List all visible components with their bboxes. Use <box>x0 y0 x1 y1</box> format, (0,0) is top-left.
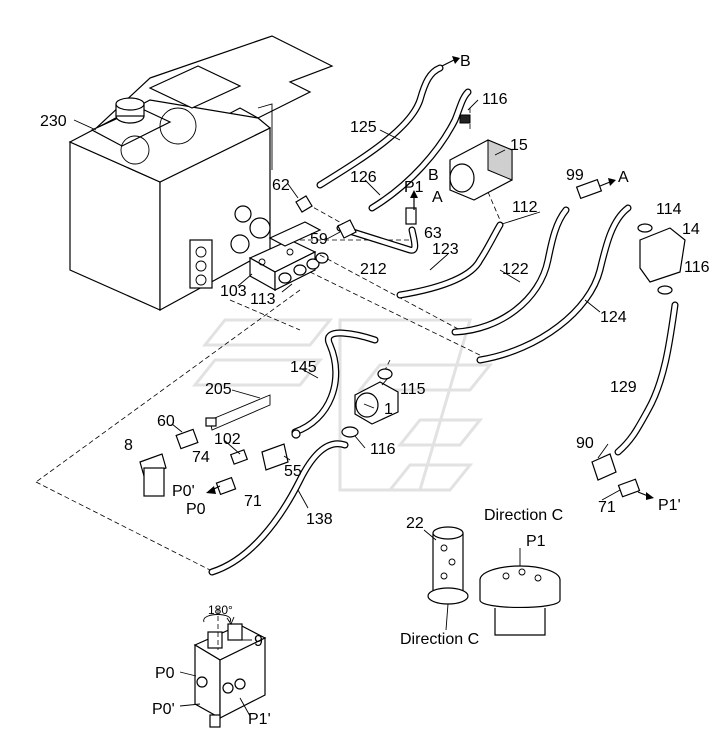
label-212: 212 <box>360 261 387 278</box>
label-P0-prime-block: P0' <box>152 701 175 718</box>
label-114: 114 <box>656 201 682 218</box>
label-116-right: 116 <box>684 259 710 276</box>
label-125: 125 <box>350 119 377 136</box>
label-B-top: B <box>460 53 471 70</box>
label-180-degrees: 180° <box>208 603 233 617</box>
label-A-pump: A <box>432 189 443 206</box>
label-P1-prime-block: P1' <box>248 711 271 728</box>
label-90: 90 <box>576 435 594 452</box>
label-115: 115 <box>400 381 426 398</box>
label-71-right: 71 <box>598 499 616 516</box>
label-A-right: A <box>618 169 629 186</box>
label-8: 8 <box>124 437 133 454</box>
label-59: 59 <box>310 231 328 248</box>
label-1: 1 <box>384 401 393 418</box>
label-direction-c-bottom: Direction C <box>400 631 479 648</box>
watermark-logo <box>191 318 494 492</box>
label-129: 129 <box>610 379 637 396</box>
flow-arrows <box>206 56 654 500</box>
fittings <box>139 114 686 728</box>
label-P1-part: P1 <box>526 533 546 550</box>
label-P0: P0 <box>186 501 206 518</box>
label-112: 112 <box>512 199 538 216</box>
label-123: 123 <box>432 241 459 258</box>
label-P1-prime-right: P1' <box>658 497 681 514</box>
label-14: 14 <box>682 221 700 238</box>
label-P0-prime: P0' <box>172 483 195 500</box>
label-P0-block: P0 <box>155 665 175 682</box>
label-9: 9 <box>254 633 263 650</box>
label-15: 15 <box>510 137 528 154</box>
label-55: 55 <box>284 463 302 480</box>
label-116-top: 116 <box>482 91 508 108</box>
label-99: 99 <box>566 167 584 184</box>
label-122: 122 <box>502 261 529 278</box>
part-labels: 230 125 126 116 15 B B A A 99 62 P1 63 1… <box>40 53 710 728</box>
label-145: 145 <box>290 359 317 376</box>
label-direction-c-top: Direction C <box>484 507 563 524</box>
label-138: 138 <box>306 511 333 528</box>
label-230: 230 <box>40 113 67 130</box>
label-116-mid: 116 <box>370 441 396 458</box>
label-leaders <box>73 99 621 717</box>
label-71-left: 71 <box>244 493 262 510</box>
label-74: 74 <box>192 449 210 466</box>
label-60: 60 <box>157 413 175 430</box>
label-62: 62 <box>272 177 290 194</box>
label-103: 103 <box>220 283 247 300</box>
label-102: 102 <box>214 431 241 448</box>
hydraulic-tank <box>68 35 334 312</box>
label-B-pump: B <box>428 167 439 184</box>
label-P1-top: P1 <box>404 179 424 196</box>
label-124: 124 <box>600 309 627 326</box>
label-126: 126 <box>350 169 377 186</box>
hoses <box>208 64 679 576</box>
label-113: 113 <box>250 291 276 308</box>
manifold-block <box>248 221 329 292</box>
label-63: 63 <box>424 225 442 242</box>
label-205: 205 <box>205 381 232 398</box>
label-22: 22 <box>406 515 424 532</box>
